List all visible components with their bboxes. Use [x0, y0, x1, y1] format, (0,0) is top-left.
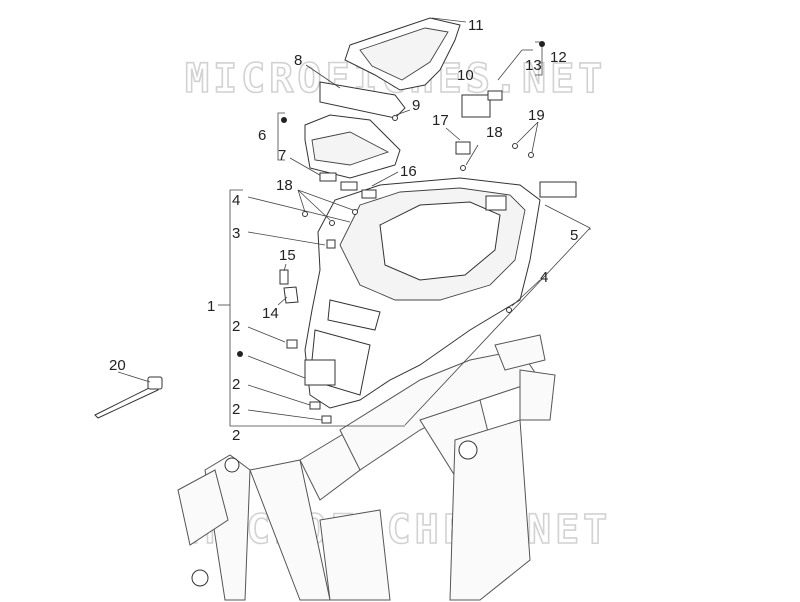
callout-10: 10	[457, 67, 474, 84]
watermark-bottom: MICROFICHES.NET	[190, 507, 611, 553]
glove-box-part	[304, 114, 401, 179]
callout-4-left: 4	[232, 192, 240, 209]
callout-14: 14	[262, 305, 279, 322]
callout-11: 11	[468, 17, 484, 34]
callout-1: 1	[207, 298, 215, 315]
handle-part	[319, 81, 406, 119]
vehicle-frame	[177, 334, 556, 601]
callout-20: 20	[109, 357, 126, 374]
callout-2-c: 2	[232, 401, 240, 418]
callout-15: 15	[279, 247, 296, 264]
callout-13: 13	[525, 57, 542, 74]
callout-18-left: 18	[276, 177, 293, 194]
callout-6: 6	[258, 127, 266, 144]
callout-9: 9	[412, 97, 420, 114]
callout-3: 3	[232, 225, 240, 242]
callout-7: 7	[278, 147, 286, 164]
callout-16: 16	[400, 163, 417, 180]
callout-2-a: 2	[232, 318, 240, 335]
callout-2-d: 2	[232, 427, 240, 444]
helmet-compartment	[304, 177, 541, 409]
cable-tie-part	[94, 376, 163, 419]
callout-5: 5	[570, 227, 578, 244]
seat-cover-part	[344, 17, 461, 91]
callout-4-right: 4	[540, 269, 548, 286]
callout-19: 19	[528, 107, 545, 124]
callout-8: 8	[294, 52, 302, 69]
callout-18-right: 18	[486, 124, 503, 141]
callout-17: 17	[432, 112, 449, 129]
callout-12: 12	[550, 49, 567, 66]
callout-2-b: 2	[232, 376, 240, 393]
